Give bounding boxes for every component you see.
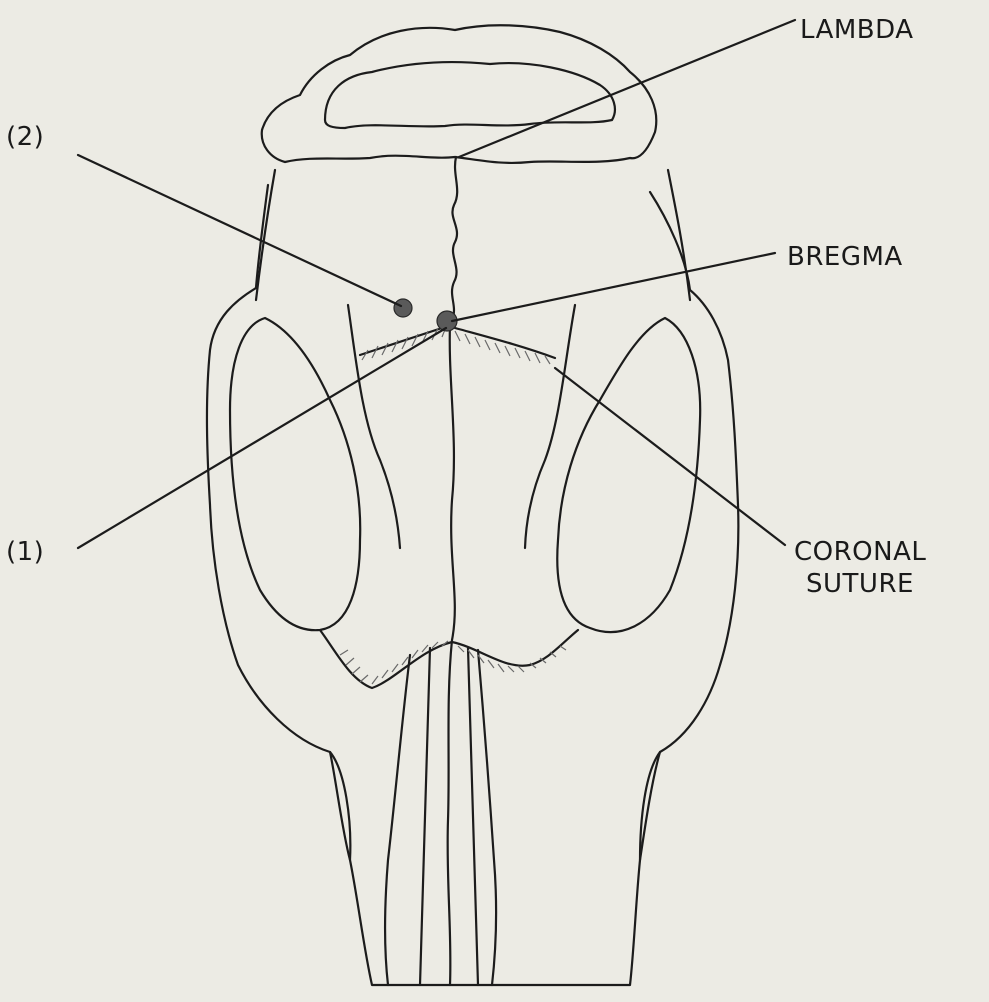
sagittal-suture: [450, 157, 457, 320]
right-nasal-edge: [478, 650, 496, 985]
leader-lambda: [459, 20, 795, 157]
label-bregma: BREGMA: [787, 242, 903, 272]
label-point-1: (1): [6, 537, 44, 567]
left-nasal-edge: [385, 655, 410, 985]
leader-point-1: [78, 328, 446, 548]
label-lambda: LAMBDA: [800, 15, 914, 45]
interparietal-bone: [262, 25, 657, 163]
label-coronal-line1: CORONAL: [794, 537, 926, 567]
label-coronal-line2: SUTURE: [806, 569, 914, 599]
label-point-2: (2): [6, 122, 44, 152]
marker-point-2: [394, 299, 412, 317]
left-orbit: [230, 318, 360, 630]
leader-coronal-suture: [555, 368, 785, 545]
skull-outline: [207, 185, 738, 985]
interparietal-inner: [325, 62, 615, 128]
leader-point-2: [78, 155, 401, 306]
leader-bregma: [452, 253, 775, 321]
left-frontal-line: [348, 305, 400, 548]
frontal-midline: [448, 325, 455, 985]
right-lateral-line: [668, 170, 690, 300]
right-frontal-line: [525, 305, 575, 548]
coronal-suture: [360, 326, 555, 364]
nasal-bone-left: [420, 648, 430, 985]
nasal-bone-right: [468, 648, 478, 985]
right-orbit: [557, 318, 700, 632]
left-lateral-line: [256, 170, 275, 300]
